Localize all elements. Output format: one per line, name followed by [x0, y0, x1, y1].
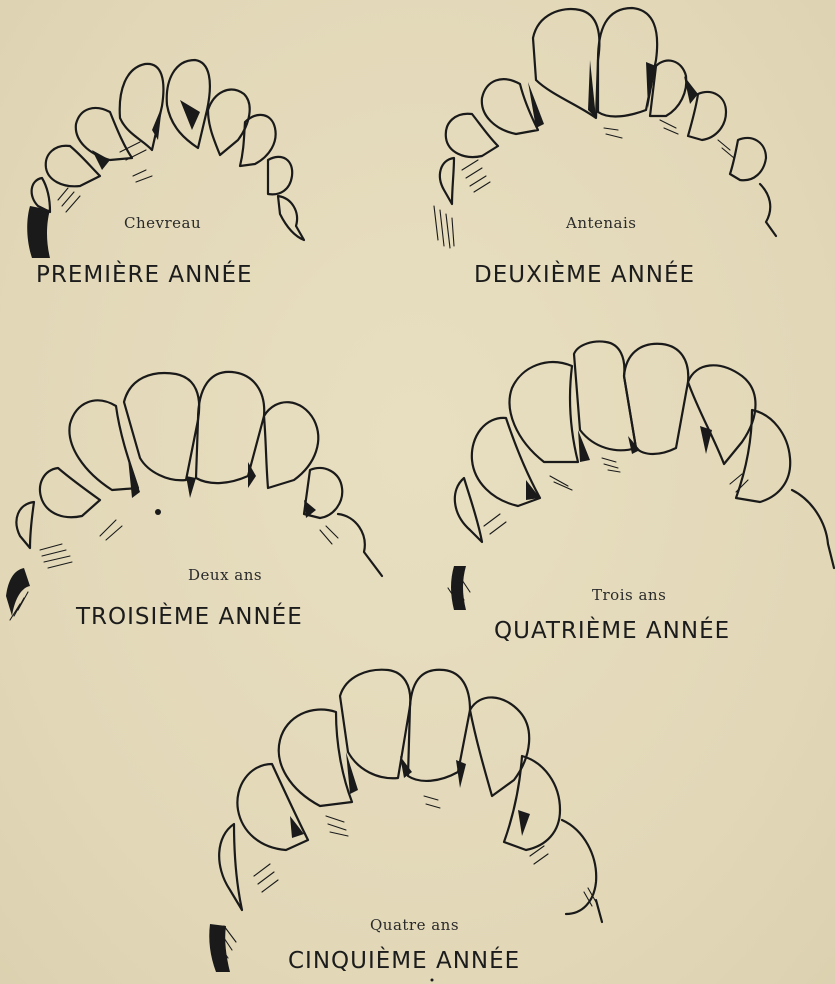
- age-label: Quatre ans: [370, 916, 459, 934]
- panel-premiere-annee: Chevreau PREMIÈRE ANNÉE: [0, 0, 420, 300]
- panel-troisieme-annee: Deux ans TROISIÈME ANNÉE: [0, 340, 400, 660]
- panel-deuxieme-annee: Antenais DEUXIÈME ANNÉE: [420, 0, 835, 300]
- dental-arch-trois-ans-drawing: [430, 330, 835, 700]
- panel-quatrieme-annee: Trois ans QUATRIÈME ANNÉE: [430, 330, 835, 700]
- year-caption: CINQUIÈME ANNÉE: [288, 948, 520, 974]
- dental-arch-quatre-ans-drawing: [200, 660, 640, 984]
- panel-cinquieme-annee: Quatre ans CINQUIÈME ANNÉE: [200, 660, 640, 984]
- age-label: Trois ans: [592, 586, 666, 604]
- age-label: Deux ans: [188, 566, 262, 584]
- year-caption: PREMIÈRE ANNÉE: [36, 262, 253, 288]
- year-caption: QUATRIÈME ANNÉE: [494, 618, 730, 644]
- age-label: Antenais: [566, 214, 637, 232]
- dental-arch-antenais-drawing: [420, 0, 835, 300]
- dental-arch-chevreau-drawing: [0, 0, 420, 300]
- year-caption: TROISIÈME ANNÉE: [76, 604, 303, 630]
- year-caption: DEUXIÈME ANNÉE: [474, 262, 695, 288]
- age-label: Chevreau: [124, 214, 201, 232]
